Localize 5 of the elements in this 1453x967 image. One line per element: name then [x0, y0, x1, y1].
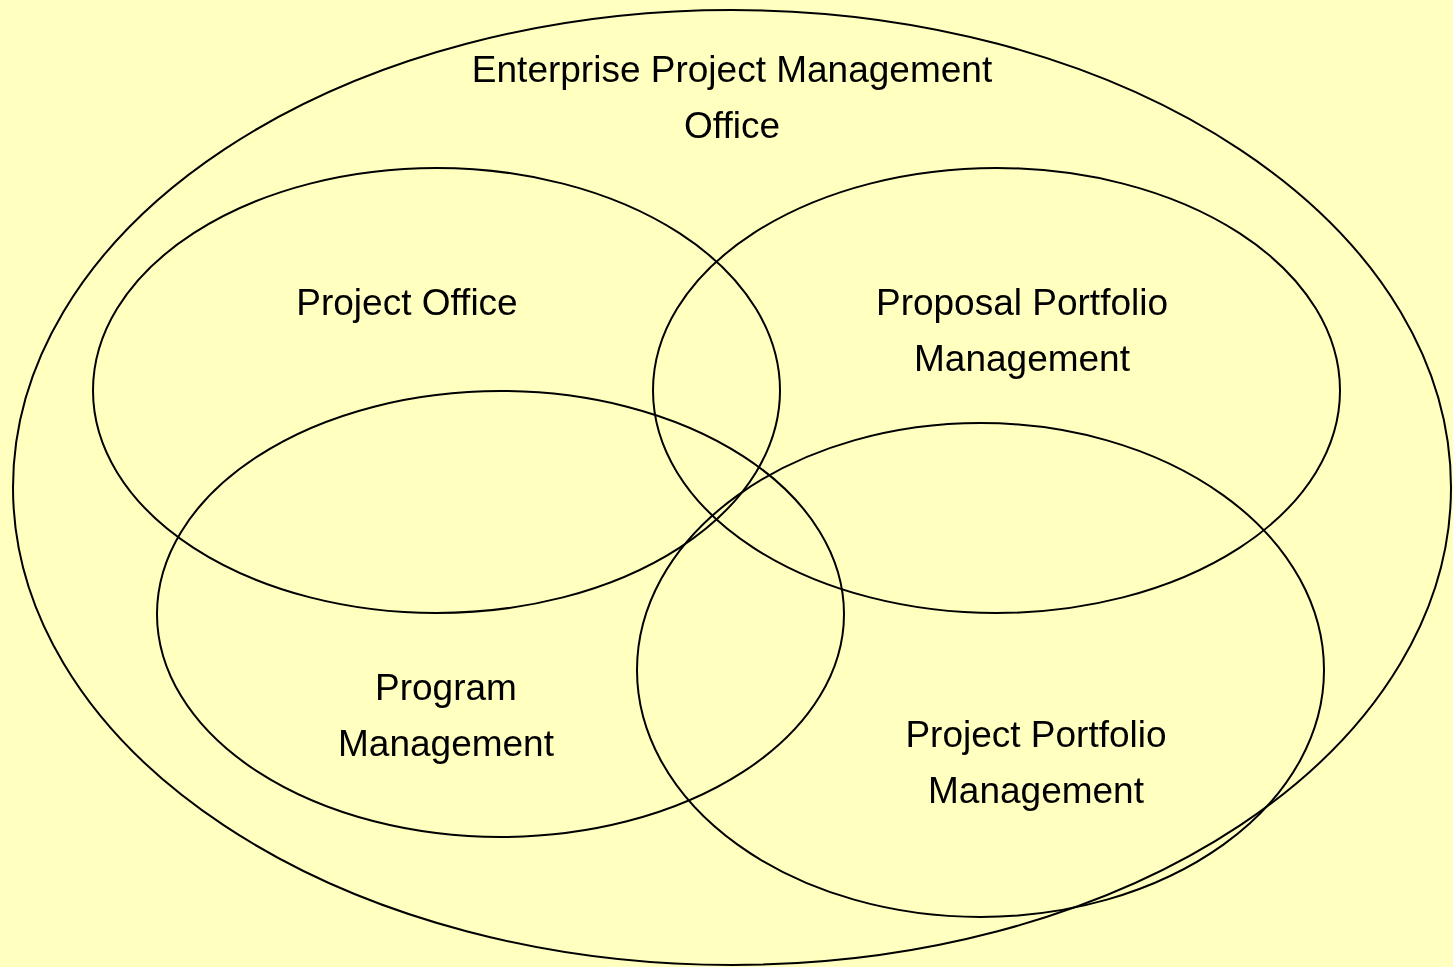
- set-label: Project Portfolio Management: [904, 713, 1168, 813]
- set-label: Enterprise Project Management Office: [470, 48, 994, 148]
- set-label: Program Management: [337, 666, 555, 766]
- set-label: Project Office: [295, 281, 519, 325]
- set-label: Proposal Portfolio Management: [874, 281, 1169, 381]
